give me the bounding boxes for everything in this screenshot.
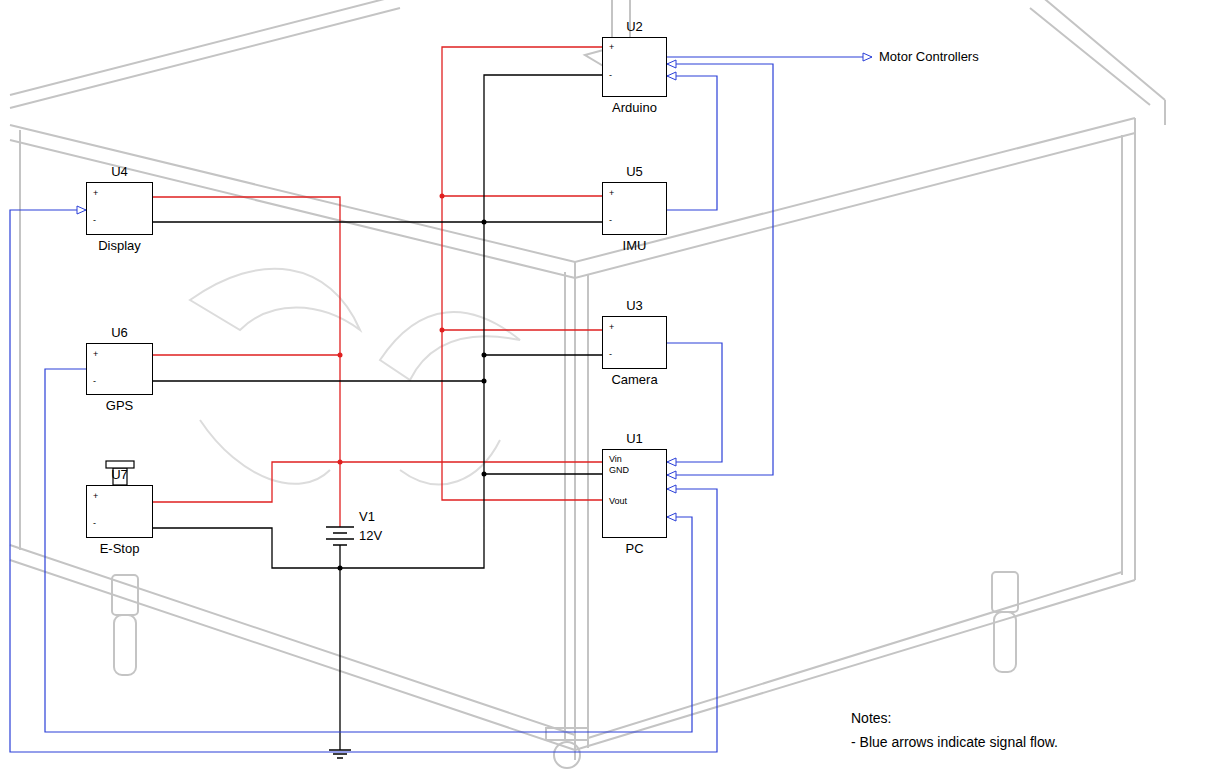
component-box: U4+-Display bbox=[86, 182, 153, 235]
pin-label: - bbox=[93, 376, 96, 386]
battery-label: 12V bbox=[358, 528, 383, 543]
component-box: U5+-IMU bbox=[602, 182, 667, 235]
component-name: E-Stop bbox=[100, 541, 140, 556]
pin-label: - bbox=[609, 70, 612, 80]
pin-label: + bbox=[609, 188, 614, 198]
designator: U4 bbox=[111, 164, 128, 179]
pin-label: + bbox=[609, 322, 614, 332]
pin-label: Vout bbox=[609, 496, 627, 506]
component-name: Camera bbox=[611, 372, 657, 387]
component-name: GPS bbox=[106, 398, 133, 413]
pin-label: Vin bbox=[609, 454, 622, 464]
battery-label: V1 bbox=[358, 509, 376, 524]
pin-label: + bbox=[93, 349, 98, 359]
designator: U6 bbox=[111, 325, 128, 340]
component-name: Display bbox=[98, 238, 141, 253]
designator: U1 bbox=[626, 431, 643, 446]
designator: U7 bbox=[111, 467, 128, 482]
signal-connector bbox=[10, 210, 717, 752]
note-text: Notes: bbox=[850, 710, 892, 726]
pin-label: - bbox=[609, 215, 612, 225]
component-box: U1VinGNDVoutPC bbox=[602, 449, 667, 538]
component-box: U3+-Camera bbox=[602, 316, 667, 369]
signal-connector bbox=[667, 76, 717, 210]
pin-label: - bbox=[609, 349, 612, 359]
estop-button bbox=[106, 461, 134, 485]
component-box: U7+-E-Stop bbox=[86, 485, 153, 538]
pin-label: - bbox=[93, 215, 96, 225]
signal-connector bbox=[667, 64, 773, 475]
signal-label: Motor Controllers bbox=[878, 49, 980, 64]
component-name: PC bbox=[625, 541, 643, 556]
component-name: Arduino bbox=[612, 100, 657, 115]
note-text: - Blue arrows indicate signal flow. bbox=[850, 734, 1059, 750]
pin-label: + bbox=[93, 491, 98, 501]
signal-arrow bbox=[667, 56, 872, 57]
component-name: IMU bbox=[623, 238, 647, 253]
designator: U2 bbox=[626, 19, 643, 34]
designator: U5 bbox=[626, 164, 643, 179]
pin-label: + bbox=[609, 42, 614, 52]
pin-label: GND bbox=[609, 465, 629, 475]
pin-label: - bbox=[93, 518, 96, 528]
signal-connector bbox=[45, 369, 692, 732]
component-box: U6+-GPS bbox=[86, 343, 153, 395]
pin-label: + bbox=[93, 188, 98, 198]
designator: U3 bbox=[626, 298, 643, 313]
component-box: U2+-Arduino bbox=[602, 37, 667, 97]
signal-connector bbox=[667, 343, 722, 462]
